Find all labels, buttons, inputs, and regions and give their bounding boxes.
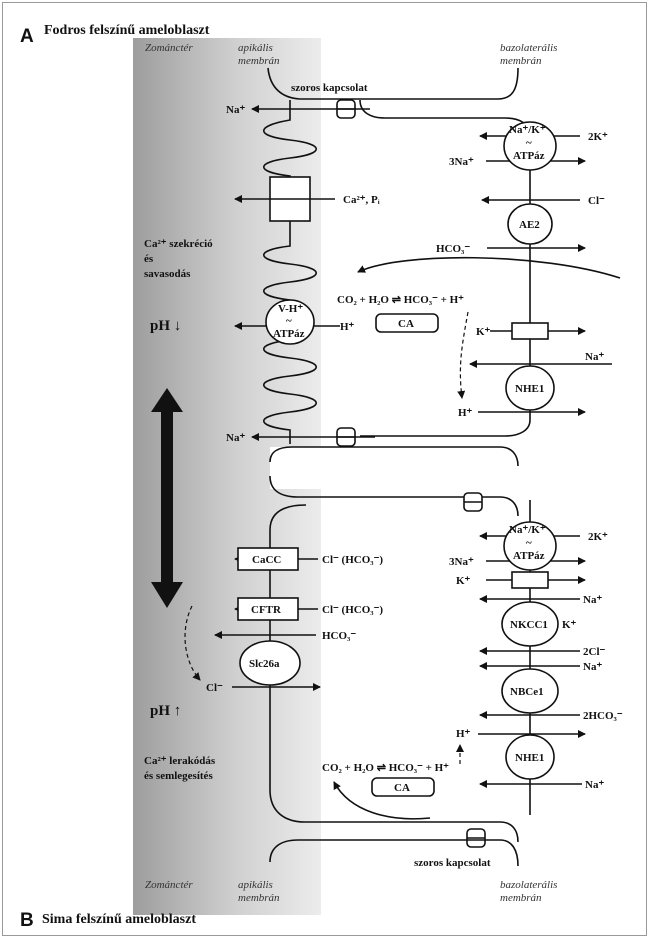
reaction-top: CO₂ + H₂O ⇌ HCO₃⁻ + H⁺	[337, 294, 464, 306]
k-channel-bottom	[511, 571, 549, 589]
secretion-label-3: savasodás	[144, 268, 191, 280]
vh-ion-label: H⁺	[340, 321, 355, 333]
cell-gap	[270, 447, 330, 489]
ca-enzyme-top: CA	[398, 318, 414, 330]
basolateral-label-bottom-1: bazolaterális	[500, 879, 557, 891]
ph-up-label: pH ↑	[150, 703, 181, 719]
na-top-label: Na⁺	[226, 104, 245, 116]
panel-b-title: Sima felszínű ameloblaszt	[42, 912, 196, 927]
dashed-arrow-cl	[184, 605, 201, 681]
nhe1-bottom-label: NHE1	[515, 752, 544, 764]
k-channel-top	[511, 322, 549, 340]
basolateral-label-top-1: bazolaterális	[500, 42, 557, 54]
cftr-box	[237, 597, 299, 621]
na-k-atpase-bottom	[503, 521, 557, 571]
nak-top-2: ~	[526, 137, 532, 149]
deposit-label-2: és semlegesítés	[144, 770, 213, 782]
basolateral-label-top-2: membrán	[500, 55, 542, 67]
ph-cycle-double-arrow	[151, 388, 183, 608]
k-channel-top-label: K⁺	[476, 326, 491, 338]
slc26a-exchanger	[239, 640, 301, 686]
h-out-top-label: H⁺	[458, 407, 473, 419]
cacc-label: CaCC	[252, 554, 281, 566]
nkcc-na-label: Na⁺	[583, 594, 602, 606]
cl-slc-label: Cl⁻	[206, 682, 223, 694]
na-mid-label: Na⁺	[226, 432, 245, 444]
cftr-label: CFTR	[251, 604, 282, 616]
ph-down-label: pH ↓	[150, 318, 181, 334]
vh-label-2: ~	[286, 315, 292, 327]
na-k-atpase-top	[503, 121, 557, 171]
curved-arrow-bottom	[333, 781, 431, 820]
dashed-h-arrow-top	[457, 311, 469, 399]
apical-label-top-1: apikális	[238, 42, 273, 54]
enamel-space-label-bottom: Zománctér	[145, 879, 193, 891]
k-channel-bottom-label: K⁺	[456, 575, 471, 587]
nkcc-2cl-label: 2Cl⁻	[583, 646, 606, 658]
nbce1-label: NBCe1	[510, 686, 544, 698]
hco3-ae2-label: HCO₃⁻	[436, 243, 470, 255]
apical-label-bottom-1: apikális	[238, 879, 273, 891]
top-membrane-loop	[267, 67, 519, 100]
ca-enzyme-bottom: CA	[394, 782, 410, 794]
apical-label-top-2: membrán	[238, 55, 280, 67]
na-nhe-top-label: Na⁺	[585, 351, 604, 363]
nkcc-k-label: K⁺	[562, 619, 577, 631]
nbce-hco3-label: 2HCO₃⁻	[583, 710, 623, 722]
nbce-na-label: Na⁺	[583, 661, 602, 673]
panel-b-letter: B	[20, 910, 34, 931]
ruffled-cell-bottom	[269, 446, 519, 467]
panel-a-letter: A	[20, 26, 34, 47]
nak-top-1: Na⁺/K⁺	[509, 124, 546, 136]
nak-top-3: ATPáz	[513, 150, 545, 162]
nak-bottom-3: ATPáz	[513, 550, 545, 562]
ca-enzyme-bottom-box	[371, 777, 435, 797]
cacc-box	[237, 547, 299, 571]
deposit-label-1: Ca²⁺ lerakódás	[144, 755, 216, 767]
ca-enzyme-top-box	[375, 313, 439, 333]
na3-top-label: 3Na⁺	[449, 156, 474, 168]
k2-top-label: 2K⁺	[588, 131, 608, 143]
hco3-smooth-label: HCO₃⁻	[322, 630, 356, 642]
nhe1-top-label: NHE1	[515, 383, 544, 395]
basolateral-label-bottom-2: membrán	[500, 892, 542, 904]
ae2-label: AE2	[519, 219, 540, 231]
nhe1-top	[505, 365, 555, 411]
cftr-ion-label: Cl⁻ (HCO₃⁻)	[322, 604, 383, 616]
secretion-label-1: Ca²⁺ szekréció	[144, 238, 213, 250]
ae2-exchanger	[507, 203, 553, 245]
curved-arrow-top	[357, 256, 621, 279]
nkcc1-cotransporter	[501, 601, 559, 647]
panel-a-title: Fodros felszínű ameloblaszt	[44, 23, 210, 38]
ruffled-apical-membrane	[263, 100, 317, 444]
smooth-apical-membrane	[269, 504, 519, 843]
k2-bottom-label: 2K⁺	[588, 531, 608, 543]
apical-label-bottom-2: membrán	[238, 892, 280, 904]
na3-bottom-label: 3Na⁺	[449, 556, 474, 568]
junction-label-top: szoros kapcsolat	[291, 82, 368, 94]
cacc-ion-label: Cl⁻ (HCO₃⁻)	[322, 554, 383, 566]
vh-label-1: V-H⁺	[278, 303, 303, 315]
cl-ae2-label: Cl⁻	[588, 195, 605, 207]
enamel-space-label-top: Zománctér	[145, 42, 193, 54]
vh-label-3: ATPáz	[273, 328, 305, 340]
na-nhe-bottom-label: Na⁺	[585, 779, 604, 791]
v-h-atpase	[265, 299, 315, 345]
slc26a-label: Slc26a	[249, 658, 280, 670]
nbce1-cotransporter	[501, 668, 559, 714]
reaction-bottom: CO₂ + H₂O ⇌ HCO₃⁻ + H⁺	[322, 762, 449, 774]
ca-pi-label: Ca²⁺, Pᵢ	[343, 194, 380, 206]
bottom-membrane-loop	[269, 839, 519, 867]
junction-label-bottom: szoros kapcsolat	[414, 857, 491, 869]
nak-bottom-1: Na⁺/K⁺	[509, 524, 546, 536]
nhe1-bottom	[505, 734, 555, 780]
nak-bottom-2: ~	[526, 537, 532, 549]
nkcc1-label: NKCC1	[510, 619, 548, 631]
secretion-label-2: és	[144, 253, 154, 265]
smooth-cell-top	[269, 475, 519, 517]
h-bottom-label: H⁺	[456, 728, 471, 740]
